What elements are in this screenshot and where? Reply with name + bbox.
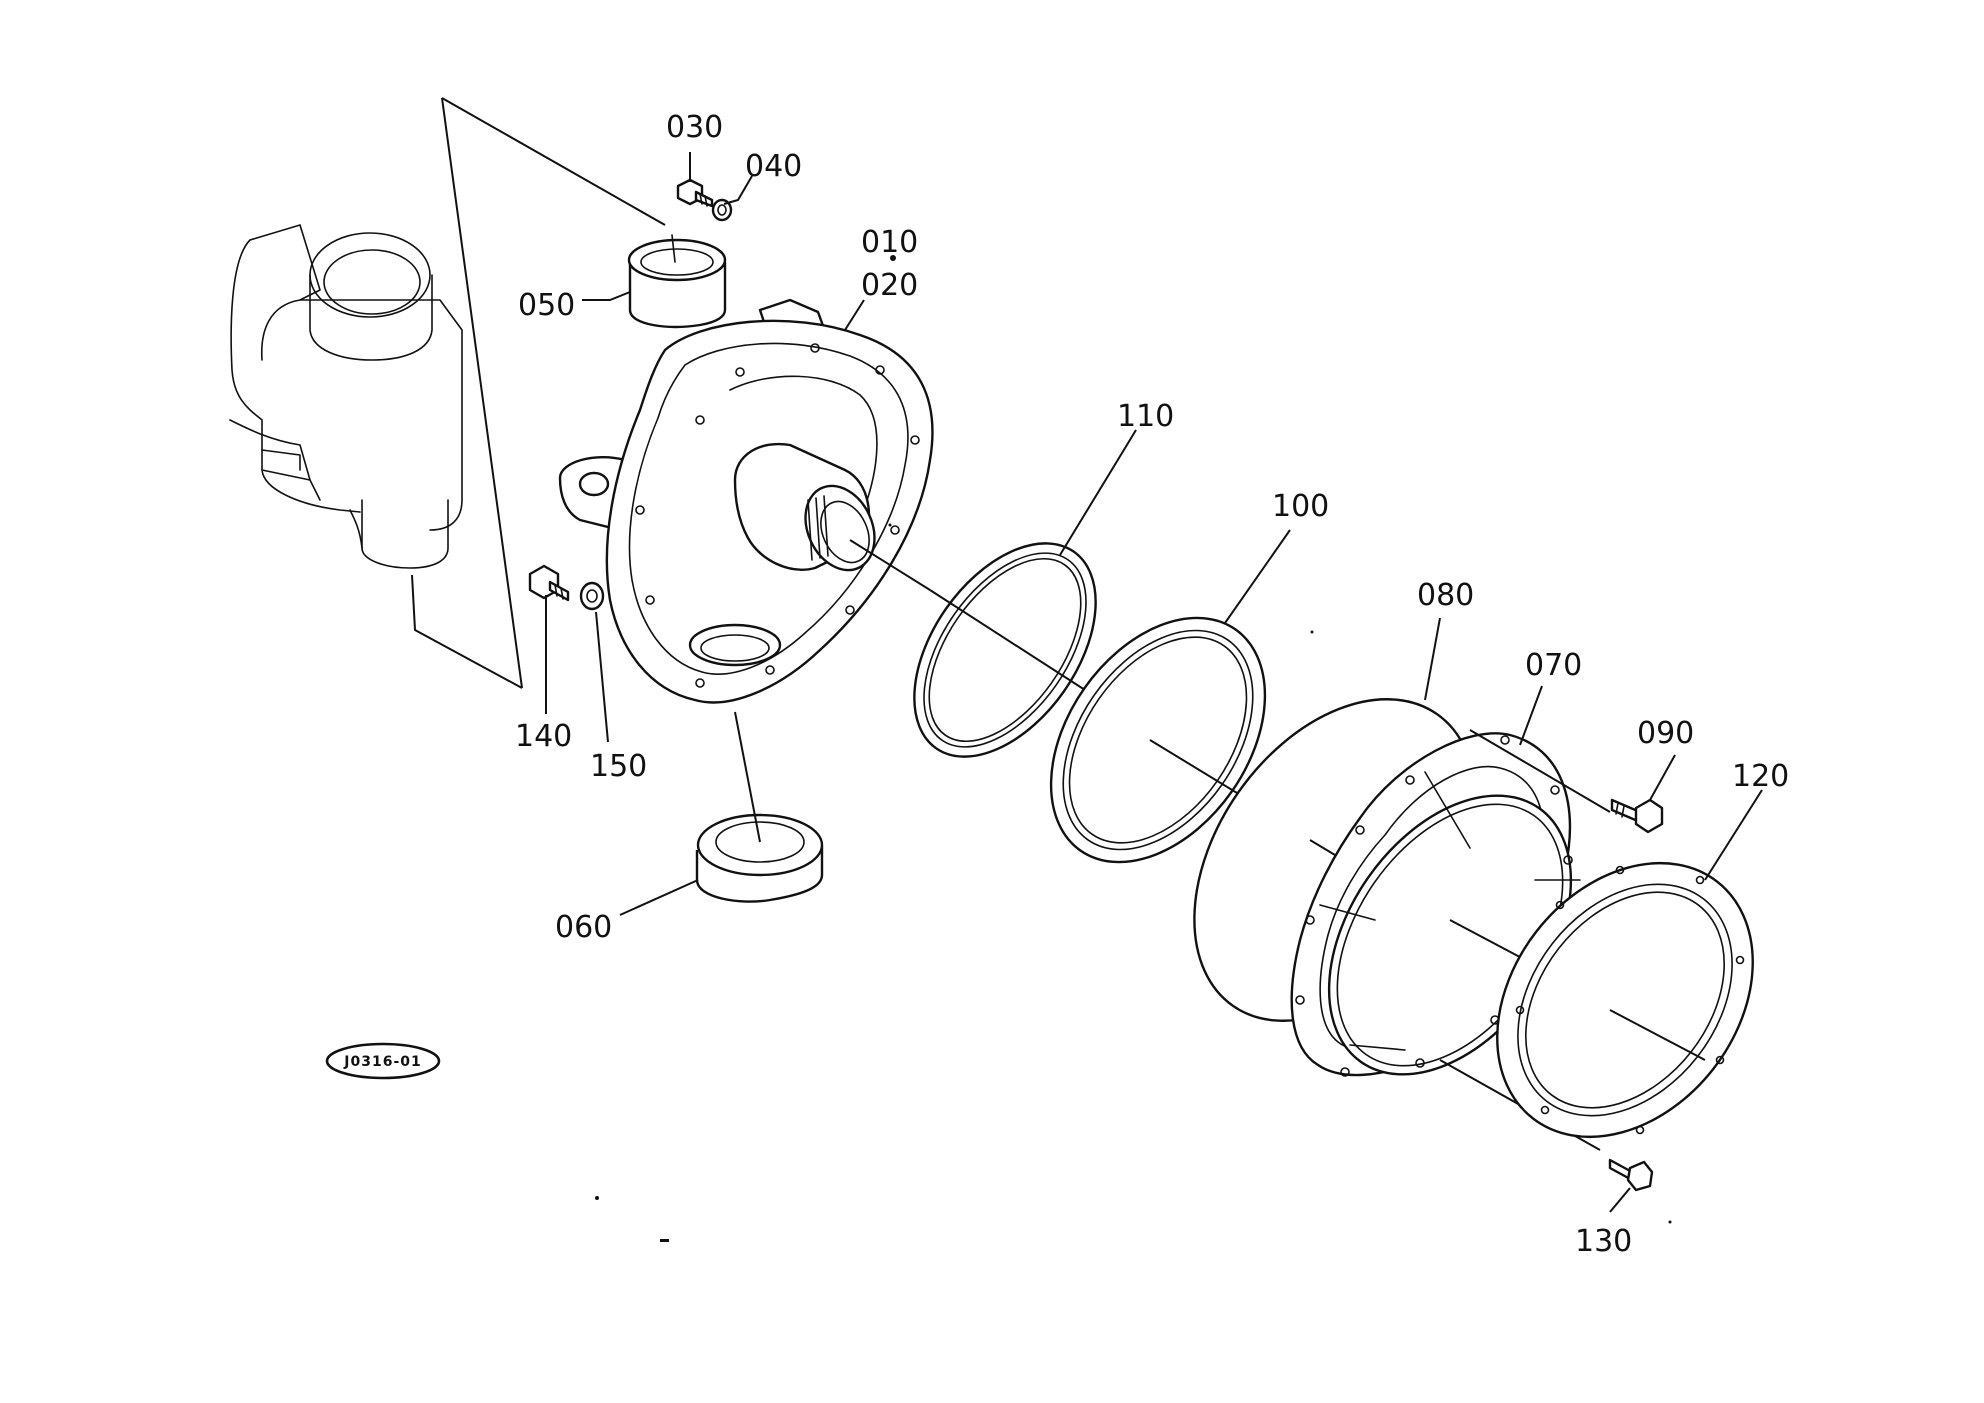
callout-010: 010: [861, 225, 918, 260]
callout-100: 100: [1272, 489, 1329, 524]
bolt-140: [528, 564, 570, 602]
bolt-090: [1610, 798, 1664, 834]
bolt-030: [676, 178, 714, 208]
callout-110: 110: [1117, 399, 1174, 434]
callout-060: 060: [555, 910, 612, 945]
seal-060: [695, 711, 824, 903]
callout-070: 070: [1525, 648, 1582, 683]
assembly-indicator-lines: [411, 97, 666, 689]
callout-090: 090: [1637, 716, 1694, 751]
ring-110: [913, 542, 1097, 758]
axle-housing-reference-outline: [229, 224, 463, 569]
callout-150: 150: [590, 749, 647, 784]
callout-leaders: [545, 152, 1763, 1213]
bushing-050: [627, 234, 727, 328]
callout-020: 020: [861, 268, 918, 303]
callout-030: 030: [666, 110, 723, 145]
knuckle-case-010-020: [558, 298, 934, 704]
scan-specks: [595, 255, 1672, 1242]
washer-150: [579, 581, 605, 611]
callout-140: 140: [515, 719, 572, 754]
callout-080: 080: [1417, 578, 1474, 613]
callout-labels: 010 020 030 040 050 060 070 080 090 100 …: [515, 110, 1789, 1259]
washer-040: [711, 198, 733, 222]
callout-040: 040: [745, 149, 802, 184]
bolt-130: [1608, 1158, 1654, 1192]
drawing-code-text: J0316-01: [343, 1054, 421, 1070]
flange-ring-120: [1496, 861, 1754, 1139]
callout-120: 120: [1732, 759, 1789, 794]
callout-050: 050: [518, 288, 575, 323]
drawing-code-badge: J0316-01: [325, 1042, 441, 1080]
callout-130: 130: [1575, 1224, 1632, 1259]
